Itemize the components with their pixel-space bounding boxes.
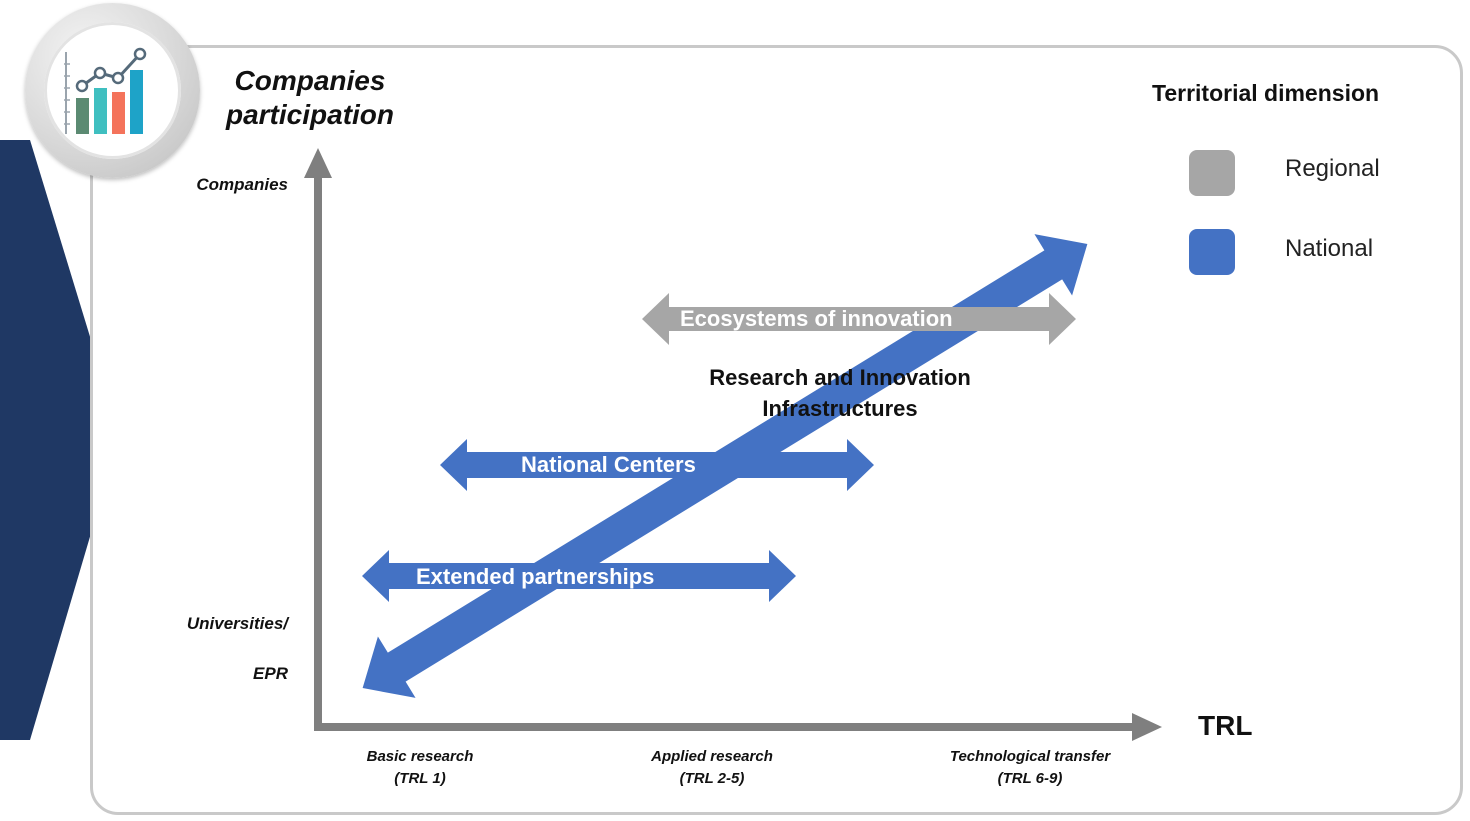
legend-title: Territorial dimension — [1152, 80, 1380, 106]
y-axis-bottom-label-line2: EPR — [253, 664, 288, 683]
bar-line-chart-icon — [64, 47, 147, 134]
national-centers-label: National Centers — [521, 452, 696, 477]
x-tick-technological-transfer: Technological transfer (TRL 6-9) — [949, 748, 1111, 787]
x-axis-title: TRL — [1198, 710, 1253, 741]
legend-swatch-regional — [1189, 150, 1235, 196]
ecosystems-arrow — [642, 293, 1076, 345]
extended-partnerships-label: Extended partnerships — [416, 564, 655, 589]
y-axis-arrowhead — [304, 148, 332, 178]
legend-swatch-national — [1189, 229, 1235, 275]
chevron-shape — [0, 140, 120, 740]
x-axis-arrowhead — [1132, 713, 1162, 741]
badge — [25, 3, 200, 178]
legend-label-national: National — [1285, 235, 1374, 262]
y-axis-bottom-label-line1: Universities/ — [186, 614, 288, 633]
extended-partnerships-arrow — [362, 550, 796, 602]
y-axis-title-line1: Companies — [234, 65, 386, 96]
x-tick-applied-research: Applied research (TRL 2-5) — [651, 748, 773, 787]
y-axis-title: Companies participation — [200, 64, 420, 132]
national-centers-arrow — [440, 439, 874, 491]
ecosystems-label: Ecosystems of innovation — [680, 306, 953, 331]
y-axis-title-line2: participation — [225, 99, 394, 130]
legend-label-regional: Regional — [1285, 155, 1380, 182]
x-tick-basic-research: Basic research (TRL 1) — [366, 748, 474, 787]
y-axis-top-label: Companies — [196, 175, 288, 194]
infrastructures-label: Research and Innovation Infrastructures — [709, 365, 971, 421]
